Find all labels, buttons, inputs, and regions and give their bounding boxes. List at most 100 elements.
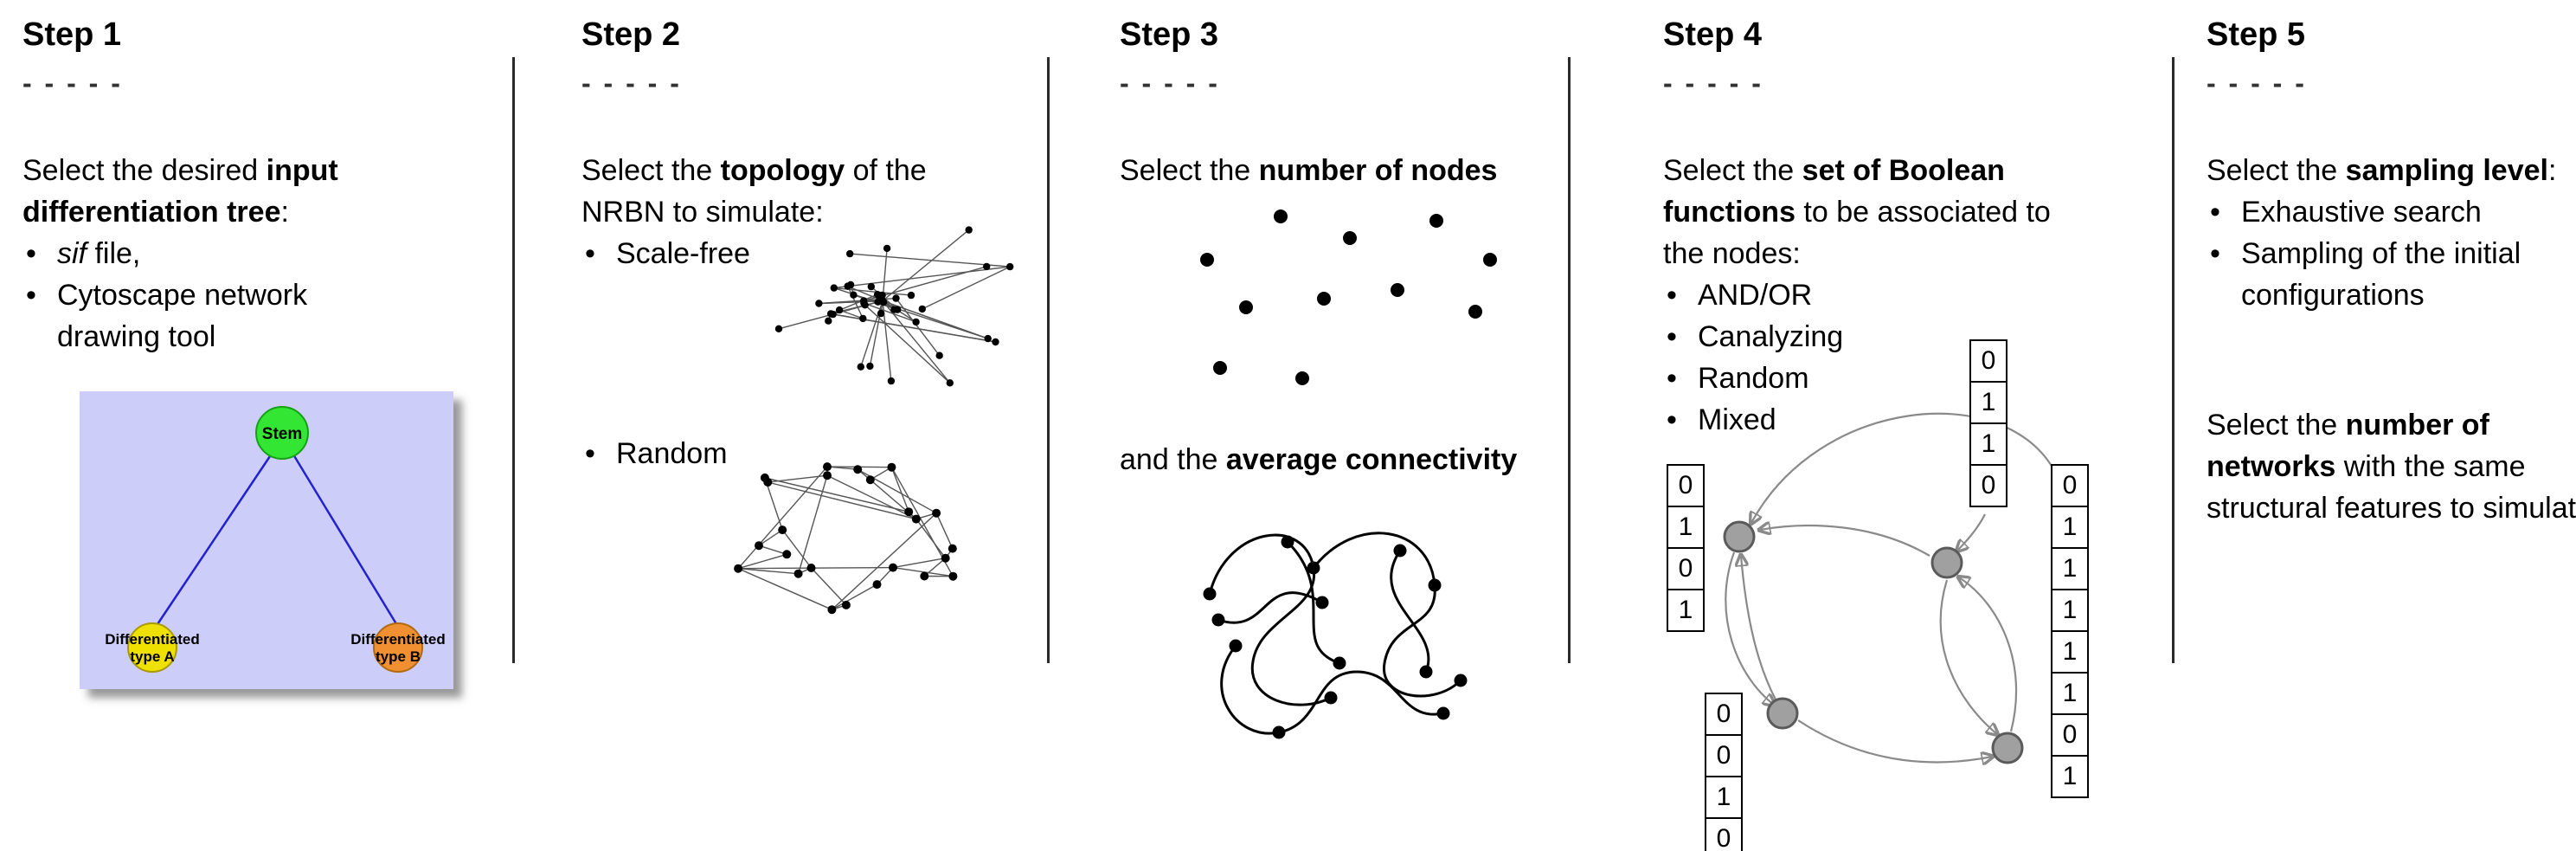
differentiation-tree-figure: Stem Differentiated type A Differentiate… — [80, 391, 453, 689]
truth-table-cell: 0 — [1705, 693, 1743, 736]
tree-edge-a — [154, 453, 273, 628]
text-segment: Cytoscape network — [57, 278, 308, 312]
step-5-text: Select the sampling level: Exhaustive se… — [2207, 150, 2576, 529]
text-segment: : — [2547, 153, 2557, 187]
differentiated-type-a-node — [127, 622, 177, 673]
truth-table-cell: 1 — [2051, 755, 2089, 798]
bullet-item: Mixed — [1663, 399, 2148, 441]
column-divider — [512, 57, 515, 663]
nodes-scatter-image — [1200, 210, 1497, 385]
text-segment: of the — [845, 153, 927, 187]
connectivity-tangle-image — [1203, 532, 1468, 739]
bullet-text: Exhaustive search — [2241, 195, 2482, 229]
dashed-separator: - - - - - — [1663, 67, 1763, 99]
text-segment: Select the — [581, 153, 721, 187]
bullet-text: Cytoscape network drawing tool — [57, 274, 307, 358]
bold-segment: differentiation tree — [22, 195, 281, 229]
intro-line: Select the desired input — [22, 150, 490, 191]
type-b-label-line1: Differentiated — [350, 631, 446, 648]
step-1-panel: Step 1 - - - - - Select the desired inpu… — [22, 16, 490, 689]
truth-table-cell: 0 — [1667, 464, 1705, 507]
bold-segment: networks — [2207, 449, 2336, 483]
differentiated-type-b-node — [373, 622, 423, 673]
intro-line: NRBN to simulate: — [581, 191, 1031, 233]
differentiation-tree-image: Stem Differentiated type A Differentiate… — [80, 391, 453, 689]
truth-table-cell: 0 — [1969, 339, 2007, 383]
text-segment: Select the — [2207, 408, 2346, 442]
column-divider — [2172, 57, 2175, 663]
bold-segment: number of — [2345, 408, 2489, 442]
bullet-text: AND/OR — [1698, 278, 1813, 312]
bullet-marker — [2207, 191, 2241, 233]
step-3-text: Select the number of nodes — [1120, 150, 1604, 191]
bullet-item: Cytoscape network drawing tool — [22, 274, 490, 358]
truth-table-cell: 1 — [2051, 506, 2089, 549]
italic-segment: sif — [57, 236, 87, 270]
step-2-panel: Step 2 - - - - - Select the topology of … — [581, 16, 1031, 615]
bullet-marker — [581, 433, 616, 474]
step-1-title: Step 1 — [22, 16, 122, 53]
network-node — [1930, 546, 1963, 579]
bullet-item-scale-free: Scale-free — [581, 233, 1031, 274]
truth-table-cell: 1 — [2051, 589, 2089, 632]
network-node — [1766, 697, 1799, 730]
tree-edge-b — [292, 454, 400, 628]
intro-line: Select the topology of the — [581, 150, 1031, 191]
text-segment: and the — [1120, 443, 1226, 476]
intro-line: Select the sampling level: — [2207, 150, 2576, 191]
networks-paragraph: Select the number of networks with the s… — [2207, 404, 2576, 529]
truth-table-cell: 0 — [1705, 734, 1743, 777]
text-segment: drawing tool — [57, 319, 216, 353]
stem-node — [255, 406, 309, 460]
dashed-separator: - - - - - — [22, 67, 123, 99]
truth-table-cell: 1 — [1969, 422, 2007, 466]
text-segment: with the same — [2335, 449, 2526, 483]
step-3-panel: Step 3 - - - - - Select the number of no… — [1120, 16, 1604, 739]
bullet-text: Mixed — [1698, 403, 1776, 436]
step-5-title: Step 5 — [2207, 16, 2306, 53]
bullet-text: Scale-free — [616, 236, 750, 270]
bold-segment: number of nodes — [1258, 153, 1498, 187]
truth-table-cell: 1 — [1705, 776, 1743, 819]
step-5-panel: Step 5 - - - - - Select the sampling lev… — [2207, 16, 2576, 529]
truth-table-cell: 0 — [1667, 547, 1705, 590]
step-4-text: Select the set of Boolean functions to b… — [1663, 150, 2148, 441]
type-a-label-line1: Differentiated — [105, 631, 200, 648]
truth-table-cell: 1 — [2051, 672, 2089, 715]
step-2-title: Step 2 — [581, 16, 681, 53]
bold-segment: input — [266, 153, 338, 187]
bullet-text: Canalyzing — [1698, 319, 1844, 353]
bullet-text: sif file, — [57, 233, 140, 274]
intro-line: the nodes: — [1663, 233, 2148, 274]
truth-table-cell: 0 — [1705, 817, 1743, 851]
bullet-marker — [581, 233, 616, 274]
truth-table-cell: 1 — [1667, 589, 1705, 632]
intro-line: differentiation tree: — [22, 191, 490, 233]
text-segment: Select the — [1663, 153, 1802, 187]
step-4-panel: Step 4 - - - - - Select the set of Boole… — [1663, 16, 2148, 851]
network-node — [1991, 732, 2024, 764]
bullet-item: sif file, — [22, 233, 490, 274]
network-node — [1723, 520, 1756, 553]
truth-table-cell: 0 — [1969, 464, 2007, 507]
connectivity-line: and the average connectivity — [1120, 443, 1517, 477]
bullet-marker — [22, 274, 57, 358]
bullet-text: Random — [1698, 361, 1809, 395]
dashed-separator: - - - - - — [2207, 67, 2307, 99]
text-segment: Select the desired — [22, 153, 267, 187]
dashed-separator: - - - - - — [1120, 67, 1220, 99]
text-segment: configurations — [2241, 278, 2425, 312]
networks-line: structural features to simulate — [2207, 487, 2576, 529]
intro-line: functions to be associated to — [1663, 191, 2148, 233]
step-3-title: Step 3 — [1120, 16, 1219, 53]
truth-table-cell: 1 — [1969, 381, 2007, 424]
bullet-marker — [2207, 233, 2241, 316]
step-1-text: Select the desired input differentiation… — [22, 150, 490, 358]
bullet-marker — [1663, 274, 1698, 316]
text-segment: NRBN to simulate: — [581, 195, 824, 229]
dashed-separator: - - - - - — [581, 67, 682, 99]
